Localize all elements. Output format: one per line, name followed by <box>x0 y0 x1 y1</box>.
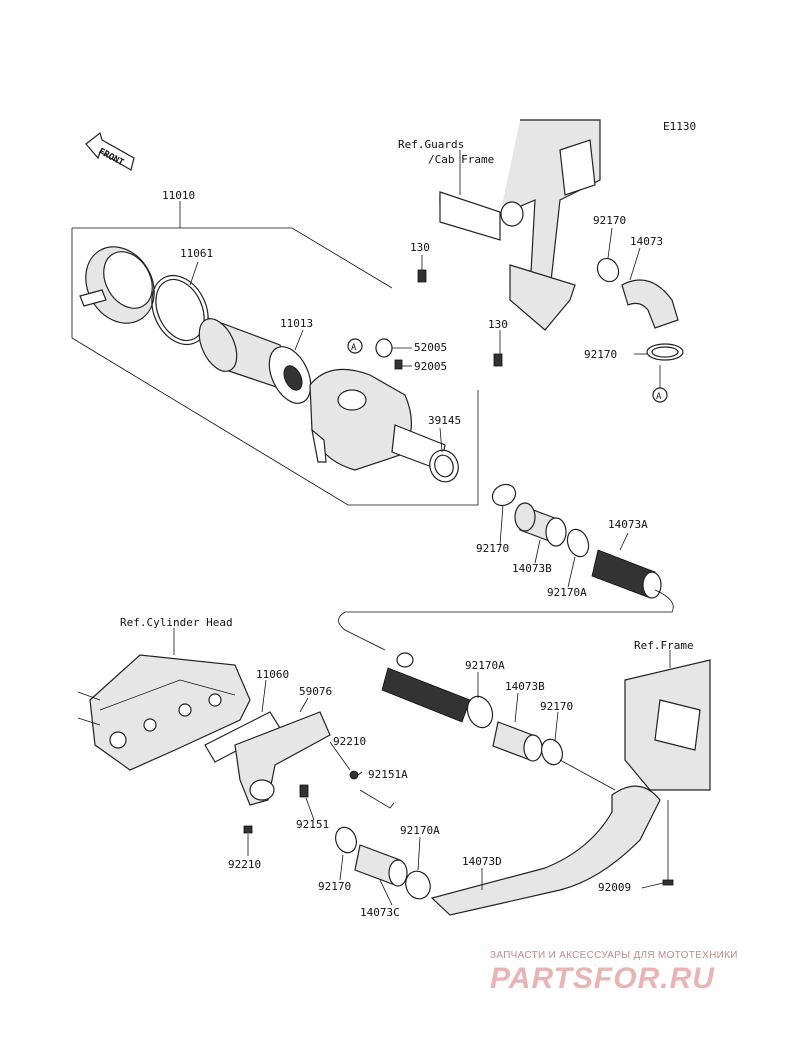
hose-14073c <box>335 826 431 900</box>
part-11013: 11013 <box>280 317 313 330</box>
svg-text:A: A <box>656 392 662 402</box>
watermark-logo: PARTSFOR.RU <box>490 962 715 995</box>
part-59076: 59076 <box>299 685 332 698</box>
diagram-code: E1130 <box>663 120 696 133</box>
cylinder-head <box>77 654 251 771</box>
leader-lines <box>173 150 671 906</box>
part-130-a: 130 <box>410 241 430 254</box>
part-92210-a: 92210 <box>333 735 366 748</box>
part-92170-c: 92170 <box>318 880 351 893</box>
part-14073a: 14073A <box>608 518 648 531</box>
part-92170-b2: 92170 <box>540 700 573 713</box>
cab-frame-part <box>439 119 601 331</box>
hose-chain-lower <box>381 652 616 791</box>
part-130-b: 130 <box>488 318 508 331</box>
part-11060: 11060 <box>256 668 289 681</box>
part-92009: 92009 <box>598 881 631 894</box>
part-14073b-1: 14073B <box>512 562 552 575</box>
callout-a-clamp: A <box>652 387 668 403</box>
intake-manifold <box>204 711 331 806</box>
part-39145: 39145 <box>428 414 461 427</box>
ref-frame: Ref.Frame <box>634 639 694 652</box>
part-92170-top: 92170 <box>593 214 626 227</box>
hardware-92210-92151 <box>243 770 395 834</box>
part-92170a-3: 92170A <box>400 824 440 837</box>
part-52005: 52005 <box>414 341 447 354</box>
part-14073: 14073 <box>630 235 663 248</box>
part-92151: 92151 <box>296 818 329 831</box>
watermark-tagline: ЗАПЧАСТИ И АКСЕССУАРЫ ДЛЯ МОТОТЕХНИКИ <box>490 950 738 961</box>
part-92210-b: 92210 <box>228 858 261 871</box>
ref-cylinder-head: Ref.Cylinder Head <box>120 616 233 629</box>
ref-cab-frame: /Cab Frame <box>428 153 494 166</box>
part-92005: 92005 <box>414 360 447 373</box>
hose-14073 <box>596 257 684 361</box>
part-11010: 11010 <box>162 189 195 202</box>
part-92170-a1: 92170 <box>476 542 509 555</box>
part-92151a: 92151A <box>368 768 408 781</box>
part-92170a-1: 92170A <box>547 586 587 599</box>
ref-guards: Ref.Guards <box>398 138 464 151</box>
frame-part <box>624 659 711 886</box>
air-cleaner-assembly <box>71 227 503 506</box>
svg-text:A: A <box>351 343 357 353</box>
part-92170a-2: 92170A <box>465 659 505 672</box>
callout-a-housing: A <box>347 338 363 354</box>
front-arrow-icon: FRONT <box>85 131 135 171</box>
part-92170-mid: 92170 <box>584 348 617 361</box>
part-14073b-2: 14073B <box>505 680 545 693</box>
hose-14073d <box>430 785 661 916</box>
hose-chain-upper <box>338 483 674 651</box>
part-14073d: 14073D <box>462 855 502 868</box>
part-14073c: 14073C <box>360 906 400 919</box>
part-11061: 11061 <box>180 247 213 260</box>
